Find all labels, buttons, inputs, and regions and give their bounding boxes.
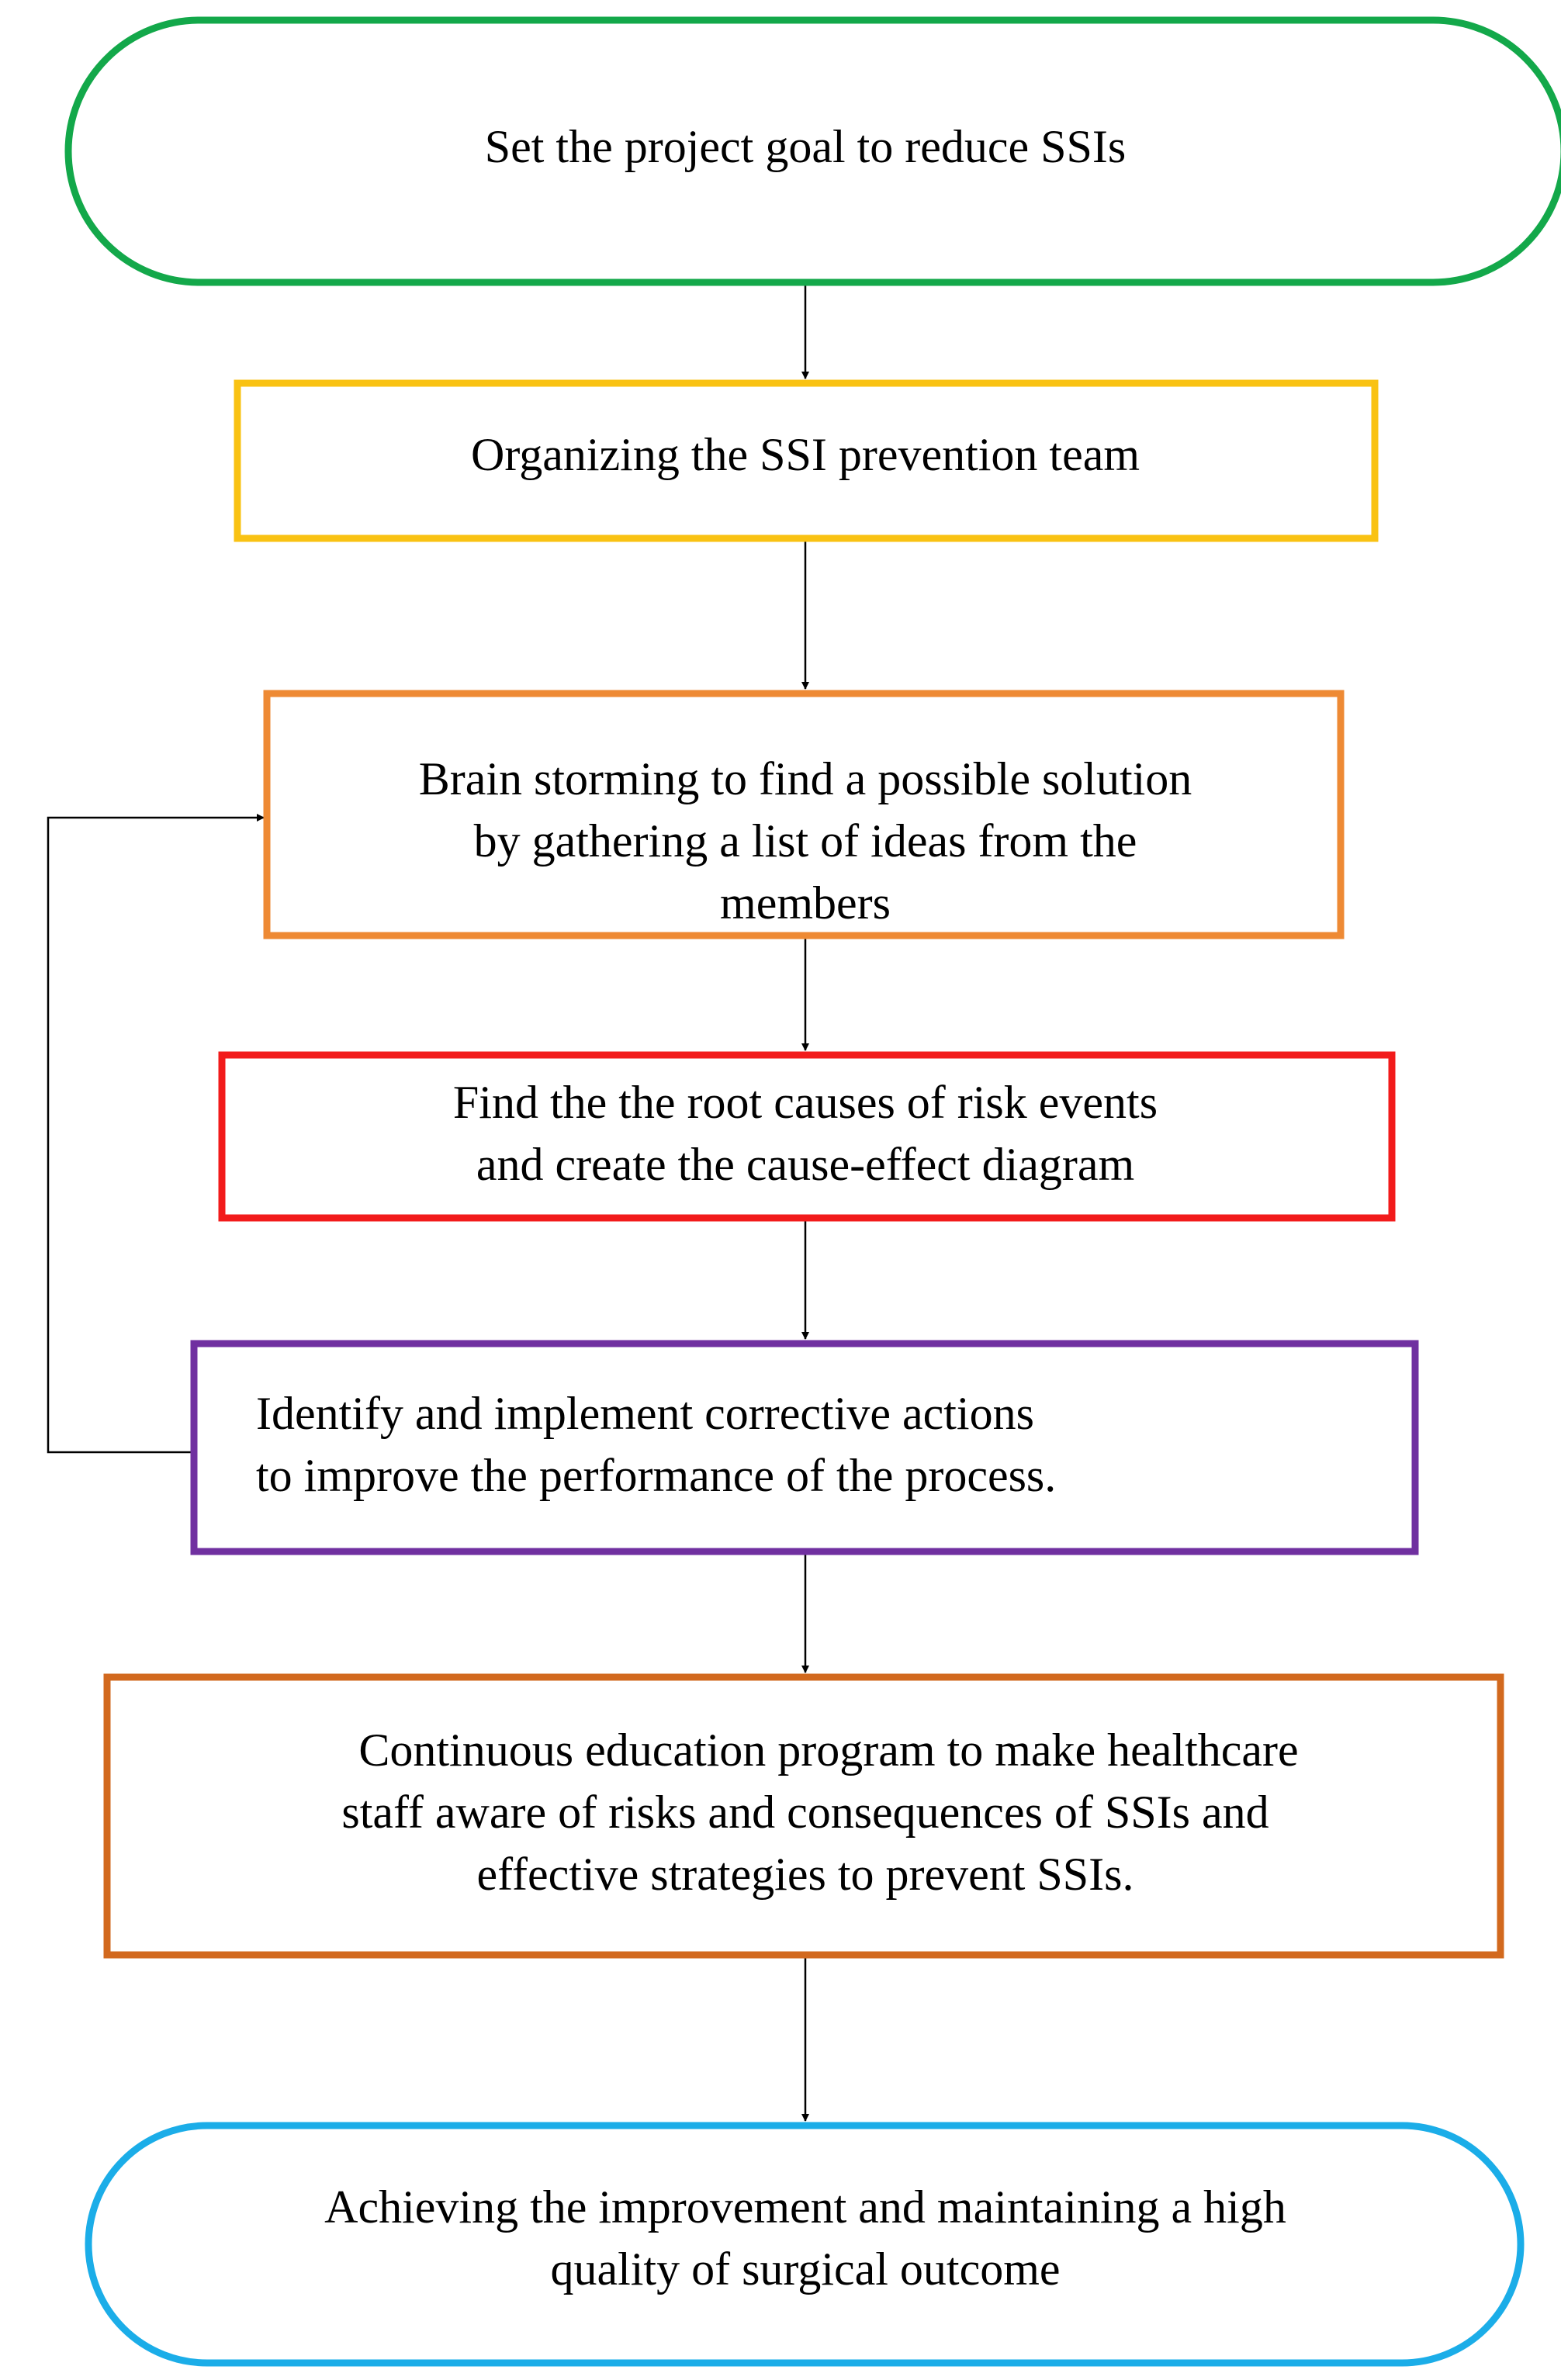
flow-step-text: by gathering a list of ideas from the	[474, 815, 1137, 867]
feedback-loop-arrow	[47, 814, 265, 1454]
flow-step-text: Find the the root causes of risk events	[453, 1077, 1158, 1128]
terminator-shape-outcome	[85, 2122, 1525, 2367]
process-box-corrective-actions	[190, 1340, 1419, 1555]
terminator-shape-goal	[64, 16, 1561, 286]
flow-step-text: staff aware of risks and consequences of…	[341, 1787, 1269, 1838]
connectors	[47, 285, 809, 2122]
flow-step-education: Continuous education program to make hea…	[103, 1673, 1504, 1959]
flow-step-text: Brain storming to find a possible soluti…	[419, 753, 1192, 804]
flow-step-outcome: Achieving the improvement and maintainin…	[85, 2122, 1525, 2367]
process-box-team	[234, 379, 1379, 542]
flow-step-text: Set the project goal to reduce SSIs	[485, 121, 1126, 172]
flow-step-text: quality of surgical outcome	[550, 2243, 1060, 2295]
process-box-brainstorm	[263, 690, 1345, 939]
flow-step-text: Organizing the SSI prevention team	[471, 429, 1140, 480]
flow-step-team: Organizing the SSI prevention team	[234, 379, 1379, 542]
process-box-education	[103, 1673, 1504, 1959]
flowchart-nodes: Set the project goal to reduce SSIsOrgan…	[64, 16, 1561, 2367]
flow-step-text: to improve the performance of the proces…	[256, 1450, 1056, 1501]
process-box-root-causes	[218, 1051, 1396, 1222]
flow-step-corrective-actions: Identify and implement corrective action…	[190, 1340, 1419, 1555]
flow-step-brainstorm: Brain storming to find a possible soluti…	[263, 690, 1345, 939]
flow-step-text: Continuous education program to make hea…	[358, 1724, 1298, 1776]
flow-step-text: effective strategies to prevent SSIs.	[477, 1849, 1134, 1900]
flow-step-goal: Set the project goal to reduce SSIs	[64, 16, 1561, 286]
flow-step-text: Identify and implement corrective action…	[256, 1388, 1034, 1439]
flow-step-root-causes: Find the the root causes of risk events a…	[218, 1051, 1396, 1222]
flow-step-text: members	[720, 877, 891, 929]
flow-step-text: Achieving the improvement and maintainin…	[324, 2181, 1286, 2233]
flow-step-text: and create the cause-effect diagram	[476, 1139, 1134, 1190]
